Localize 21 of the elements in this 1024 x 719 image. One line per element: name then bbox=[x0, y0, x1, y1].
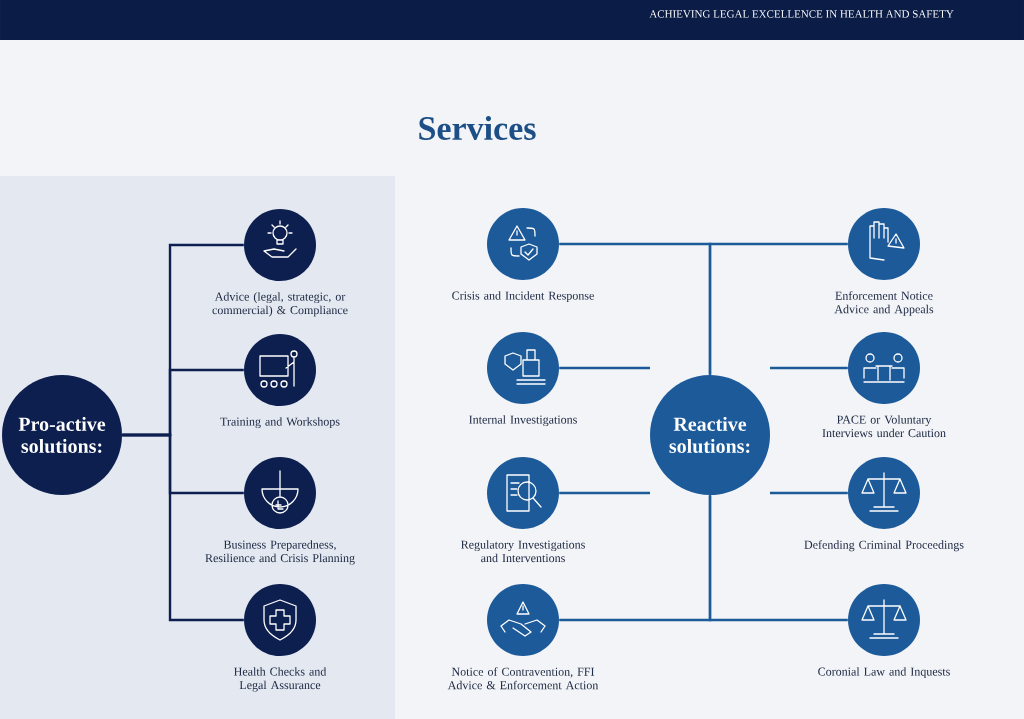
service-label: Business Preparedness, Resilience and Crisis Planning bbox=[205, 540, 355, 565]
service-label: Regulatory Investigations and Interventions bbox=[461, 540, 585, 563]
service-label: Coronial Law and Inquests bbox=[818, 667, 950, 679]
connector-line bbox=[708, 495, 848, 622]
header-tagline: ACHIEVING LEGAL EXCELLENCE IN HEALTH AND SAFETY bbox=[649, 10, 954, 18]
service-label: Health Checks and Legal Assurance bbox=[234, 667, 327, 692]
service-label: Defending Criminal Proceedings bbox=[804, 540, 964, 552]
service-label: Crisis and Incident Response bbox=[452, 291, 594, 303]
connector-line bbox=[122, 433, 244, 622]
service-label: PACE or Voluntary Interviews under Caution bbox=[822, 415, 946, 438]
connector-line bbox=[770, 491, 848, 495]
service-label: Internal Investigations bbox=[469, 415, 577, 427]
connector-line bbox=[559, 366, 650, 370]
service-label: Enforcement Notice Advice and Appeals bbox=[834, 291, 934, 316]
connector-line bbox=[770, 366, 848, 370]
service-label: Notice of Contravention, FFI Advice & Enforcement Action bbox=[447, 667, 599, 690]
service-label: Training and Workshops bbox=[220, 417, 340, 429]
service-label: Advice (legal, strategic, or commercial) & Compliance bbox=[212, 292, 348, 317]
title: Services bbox=[419, 116, 536, 140]
connector-line bbox=[708, 242, 848, 375]
connector-line bbox=[559, 491, 650, 495]
